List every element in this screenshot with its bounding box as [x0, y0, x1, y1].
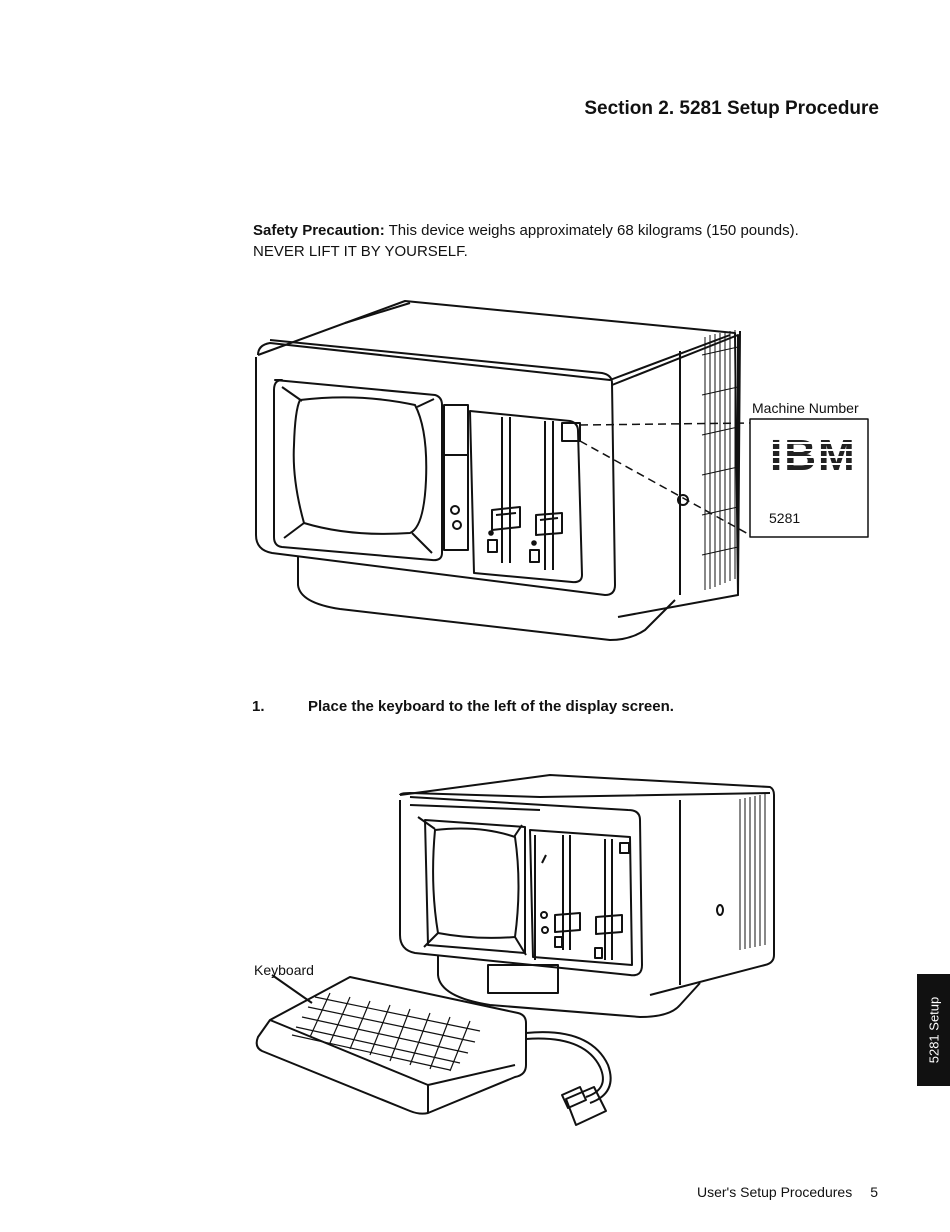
safety-precaution: Safety Precaution: This device weighs ap…	[253, 220, 813, 262]
page-number: 5	[870, 1184, 878, 1200]
step-1: 1.Place the keyboard to the left of the …	[252, 698, 674, 715]
safety-label: Safety Precaution:	[253, 222, 385, 239]
section-title: Section 2. 5281 Setup Procedure	[0, 98, 879, 120]
machine-number-label: Machine Number	[752, 400, 859, 416]
side-tab: 5281 Setup	[917, 974, 950, 1086]
page-footer: User's Setup Procedures 5	[0, 1184, 878, 1200]
step-number: 1.	[252, 698, 308, 715]
ibm-logo: IBM	[770, 431, 857, 480]
side-tab-text: 5281 Setup	[926, 997, 941, 1064]
display-station-illustration: Machine Number IBM 5281	[250, 295, 875, 655]
step-text: Place the keyboard to the left of the di…	[308, 698, 674, 715]
keyboard-setup-illustration: Keyboard	[250, 765, 790, 1155]
keyboard-label: Keyboard	[254, 962, 314, 978]
footer-text: User's Setup Procedures	[697, 1184, 852, 1200]
model-number: 5281	[769, 510, 800, 526]
